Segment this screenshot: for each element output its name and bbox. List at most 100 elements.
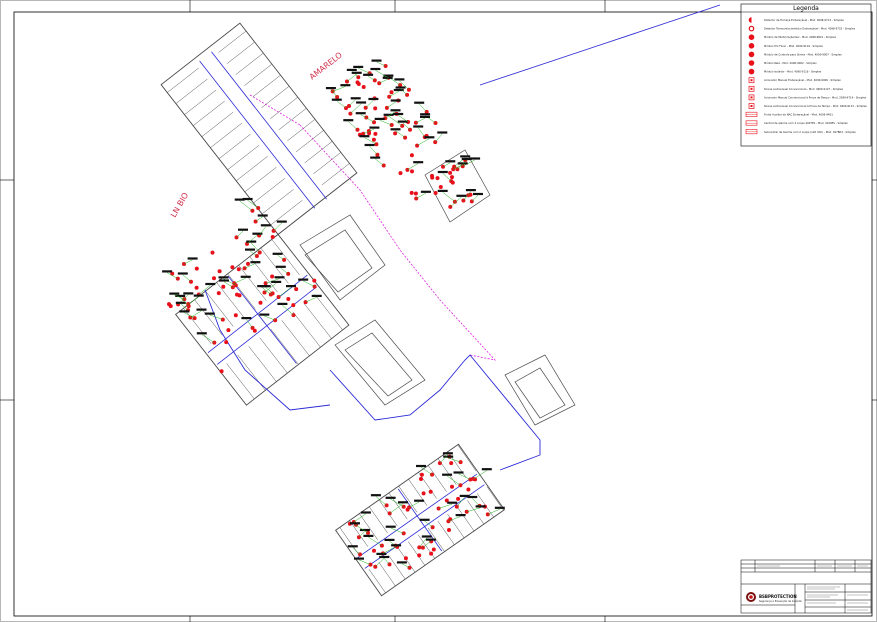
- device-marker: [444, 498, 449, 503]
- device-marker: [221, 284, 226, 289]
- device-marker: [270, 235, 275, 239]
- legend-item: Subcentral de Alarme com 2 Loops (120 VA…: [745, 129, 856, 135]
- device-marker: [393, 131, 398, 136]
- legend-item: Sirene Audiovisual Convencional - Mod. 4…: [748, 85, 844, 92]
- device-tag: [437, 189, 448, 192]
- device-marker: [286, 297, 291, 301]
- circle-icon: [748, 51, 755, 58]
- legend-item-label: Sirene Audiovisual Convencional - Mod. 4…: [764, 87, 844, 91]
- device-marker: [237, 293, 242, 298]
- device-tag: [395, 86, 406, 89]
- brand-name: BSBPROTECTION: [759, 594, 797, 599]
- device-marker: [421, 491, 426, 496]
- square-icon: [748, 77, 755, 84]
- device-tag: [219, 279, 229, 282]
- device-marker: [216, 291, 221, 296]
- device-tag: [457, 162, 468, 165]
- device-marker: [219, 369, 224, 374]
- legend-item-label: Detector Termovelocimétrico Endereçável …: [764, 27, 856, 31]
- device-marker: [355, 80, 360, 85]
- device-tag: [424, 136, 435, 139]
- device-tag: [420, 190, 431, 193]
- drawing-border: [13, 11, 873, 617]
- device-tag: [356, 101, 367, 104]
- device-marker: [270, 274, 275, 279]
- device-tag: [238, 228, 248, 231]
- site-boundary: [249, 94, 497, 361]
- device-tag: [360, 511, 371, 514]
- legend-title: Legenda: [793, 5, 819, 12]
- device-tag: [371, 59, 382, 62]
- device-marker: [194, 285, 199, 290]
- device-tag: [196, 308, 207, 311]
- device-tag: [340, 84, 351, 87]
- device-tag: [481, 468, 492, 471]
- device-marker: [168, 304, 173, 309]
- device-tag: [384, 538, 395, 541]
- device-marker: [217, 269, 222, 274]
- device-marker: [372, 548, 376, 553]
- device-tag: [413, 125, 424, 128]
- device-tag: [245, 248, 255, 251]
- device-tag: [355, 112, 366, 115]
- device-tag: [393, 88, 404, 92]
- device-tag: [437, 170, 448, 174]
- cross-circle-icon: [748, 25, 755, 32]
- device-tag: [425, 538, 436, 541]
- legend-item: Acionador Manual Endereçável - Mod. 4099…: [748, 77, 841, 84]
- circle-icon: [748, 60, 755, 66]
- device-marker: [447, 528, 451, 532]
- device-tag: [442, 452, 453, 455]
- device-tag: [396, 561, 407, 564]
- device-marker: [456, 496, 461, 501]
- device-tag: [461, 157, 472, 161]
- device-tag: [242, 197, 253, 201]
- device-tag: [277, 302, 288, 305]
- device-marker: [450, 484, 454, 489]
- device-tag: [445, 160, 456, 163]
- device-marker: [449, 461, 454, 466]
- device-tag: [187, 257, 198, 260]
- device-tag: [475, 505, 486, 508]
- device-tag: [370, 494, 381, 497]
- device-tag: [346, 68, 357, 71]
- device-tag: [177, 272, 188, 275]
- siren-icon: [748, 103, 755, 109]
- device-tag: [252, 232, 263, 235]
- device-tag: [331, 98, 342, 101]
- device-marker: [450, 175, 454, 180]
- device-marker: [409, 190, 414, 195]
- title-block-text-lines: [757, 565, 868, 611]
- device-tag: [374, 117, 385, 120]
- device-marker: [194, 266, 199, 271]
- device-tag: [390, 128, 401, 131]
- device-tag: [369, 126, 380, 129]
- device-marker: [428, 489, 433, 494]
- device-tag: [382, 76, 393, 79]
- device-marker: [466, 193, 471, 198]
- device-tag: [183, 292, 194, 295]
- device-tag: [442, 473, 453, 476]
- legend-item-label: Subcentral de Alarme com 2 Loops (120 VA…: [764, 130, 856, 134]
- device-tag: [179, 310, 190, 313]
- device-marker: [373, 131, 378, 136]
- device-marker: [371, 137, 376, 142]
- device-tag: [385, 496, 396, 499]
- device-marker: [210, 250, 215, 255]
- device-marker: [417, 553, 422, 558]
- device-tag: [414, 499, 425, 502]
- legend-item: Módulo Relé - Mod. 4090-9002 - Simplex: [748, 60, 817, 66]
- device-marker: [252, 328, 257, 333]
- pipe-runs: [199, 51, 327, 365]
- device-marker: [226, 328, 231, 333]
- device-tag: [351, 71, 362, 74]
- device-marker: [212, 276, 216, 281]
- device-tag: [311, 294, 322, 297]
- device-tag: [379, 555, 390, 559]
- lower-building-plan: [334, 443, 506, 597]
- device-tag: [218, 276, 229, 279]
- legend-item: Módulo fim Fluxo - Mod. 4090-9116 - Simp…: [748, 43, 823, 49]
- legend-item-label: Fonte Auxiliar de NAC Endereçável - Mod.…: [764, 113, 833, 117]
- device-tag: [353, 65, 364, 68]
- device-tag: [343, 119, 354, 122]
